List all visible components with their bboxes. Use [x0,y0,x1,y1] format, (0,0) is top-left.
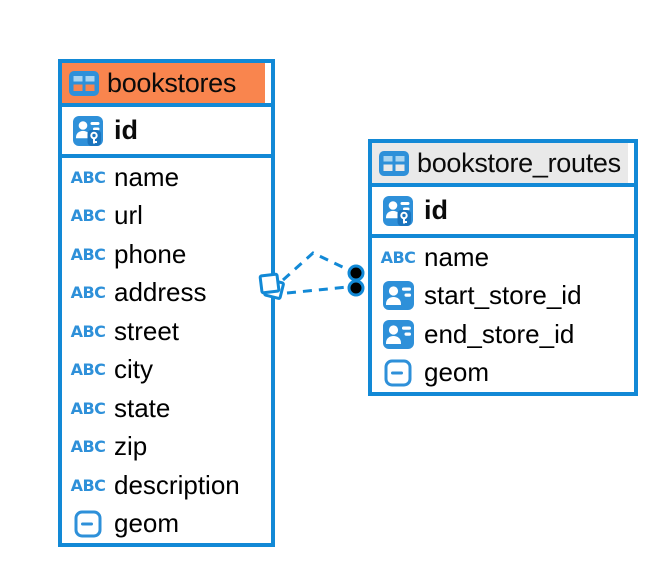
column-list: ABC name start_store_id [372,238,634,392]
text-type-icon: ABC [70,206,106,226]
column-list: ABC name ABC url ABC phone ABC address A… [62,158,271,543]
column-name: description [114,469,240,500]
column-row-state[interactable]: ABC state [62,389,271,428]
column-name: geom [424,357,490,388]
column-row-start-store-id[interactable]: start_store_id [372,277,634,316]
column-name: name [114,161,180,192]
text-type-icon: ABC [70,398,106,418]
primary-key-icon [379,195,417,226]
table-bookstores[interactable]: bookstores id ABC [58,59,275,547]
column-row-zip[interactable]: ABC zip [62,428,271,467]
text-type-icon: ABC [70,283,106,303]
column-name: phone [114,238,187,269]
column-row-description[interactable]: ABC description [62,466,271,505]
column-row-address[interactable]: ABC address [62,274,271,313]
column-name: street [114,315,180,346]
relationship-connector[interactable] [250,240,380,310]
column-name: url [114,200,143,231]
table-header[interactable]: bookstore_routes [372,143,634,187]
geometry-type-icon [69,510,107,538]
table-header[interactable]: bookstores [62,63,271,107]
relationship-line-upper [281,251,352,282]
table-bookstore-routes[interactable]: bookstore_routes id [368,139,638,396]
one-end-dot-markers [347,264,365,297]
column-name: city [114,354,153,385]
foreign-key-icon [379,319,417,349]
table-title: bookstore_routes [417,147,621,178]
text-type-icon: ABC [70,437,106,457]
column-name: end_store_id [424,318,575,349]
text-type-icon: ABC [70,475,106,495]
column-row-url[interactable]: ABC url [62,197,271,236]
column-row-geom[interactable]: geom [372,354,634,393]
column-name: id [424,195,448,225]
column-row-name[interactable]: ABC name [372,238,634,277]
text-type-icon: ABC [70,167,106,187]
column-name: address [114,277,207,308]
column-name: start_store_id [424,280,582,311]
column-row-city[interactable]: ABC city [62,351,271,390]
geometry-type-icon [379,359,417,387]
many-end-squares-marker [258,272,285,300]
text-type-icon: ABC [70,244,106,264]
column-name: id [114,115,138,145]
column-name: name [424,241,490,272]
column-name: geom [114,508,180,539]
column-row-id[interactable]: id [62,107,271,158]
column-name: zip [114,431,148,462]
table-icon [69,70,99,96]
column-row-end-store-id[interactable]: end_store_id [372,315,634,354]
column-row-geom[interactable]: geom [62,505,271,544]
column-row-street[interactable]: ABC street [62,312,271,351]
column-row-phone[interactable]: ABC phone [62,235,271,274]
column-row-name[interactable]: ABC name [62,158,271,197]
table-title: bookstores [107,67,237,98]
text-type-icon: ABC [70,321,106,341]
column-row-id[interactable]: id [372,187,634,238]
foreign-key-icon [379,281,417,311]
table-icon [379,150,409,176]
text-type-icon: ABC [380,247,416,267]
column-name: state [114,392,171,423]
primary-key-icon [69,115,107,146]
text-type-icon: ABC [70,360,106,380]
relationship-line-lower [286,285,349,295]
